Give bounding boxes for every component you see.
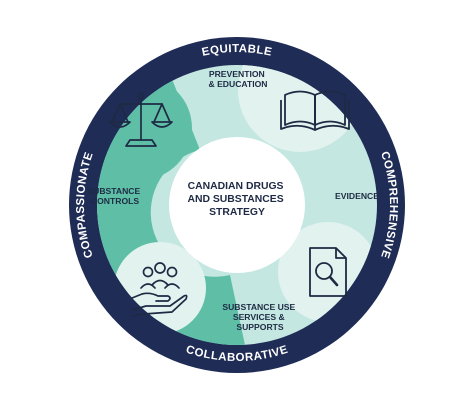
people-hand-icon	[131, 262, 188, 317]
services-label: SUBSTANCE USE SERVICES & SUPPORTS	[222, 302, 297, 332]
book-icon	[280, 90, 350, 131]
document-search-icon	[309, 247, 347, 297]
controls-label: SUBSTANCE CONTROLS	[87, 186, 142, 206]
center-circle	[169, 137, 305, 273]
center-title: CANADIAN DRUGS AND SUBSTANCES STRATEGY	[187, 181, 286, 218]
prevention-label: PREVENTION & EDUCATION	[208, 69, 267, 89]
ring-label-top: EQUITABLE	[201, 43, 273, 59]
evidence-label: EVIDENCE	[335, 191, 379, 201]
scales-icon	[109, 92, 173, 147]
